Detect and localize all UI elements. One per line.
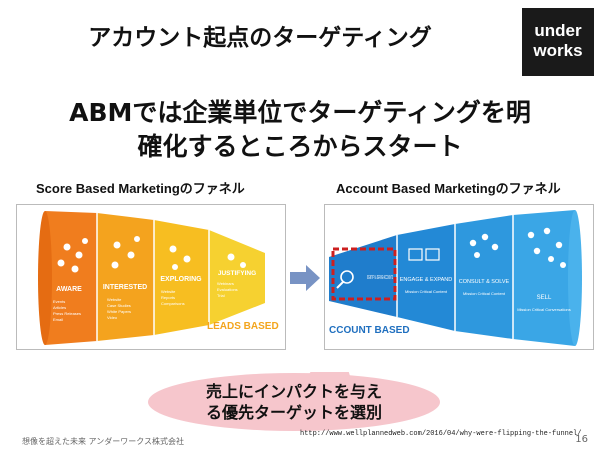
- company-logo: under works: [522, 8, 594, 76]
- person-icon: [527, 231, 535, 239]
- callout-shape: [148, 372, 440, 431]
- score-based-funnel-panel: AWARE INTERESTED EXPLORING JUSTIFYING Ev…: [16, 204, 286, 350]
- stage-item: Website: [161, 289, 176, 294]
- funnel-stage-engage: [397, 224, 455, 331]
- person-icon: [481, 233, 489, 241]
- stage-sub-sell: Mission Critical Conversations: [517, 307, 571, 312]
- source-url[interactable]: http://www.wellplannedweb.com/2016/04/wh…: [300, 430, 582, 438]
- person-icon: [240, 262, 246, 268]
- stage-label-sell: SELL: [537, 295, 552, 301]
- funnel-stage-consult: [455, 215, 513, 339]
- account-based-label: CCOUNT BASED: [329, 325, 410, 336]
- person-icon: [227, 253, 235, 261]
- person-icon: [555, 241, 563, 249]
- people-icons: [469, 227, 566, 268]
- callout-text: 売上にインパクトを与え る優先ターゲットを選別: [146, 381, 442, 423]
- person-icon: [169, 245, 177, 253]
- funnel-stage-identify: [329, 235, 397, 317]
- score-based-funnel-diagram: AWARE INTERESTED EXPLORING JUSTIFYING Ev…: [38, 211, 279, 345]
- person-icon: [57, 259, 65, 267]
- funnel-stage-aware: [45, 211, 97, 345]
- person-icon: [111, 261, 119, 269]
- magnifier-handle: [336, 281, 344, 289]
- highlight-box: [331, 247, 397, 301]
- account-based-funnel-panel: IDENTIFY & DEFINE ACCOUNTS ENGAGE & EXPA…: [324, 204, 594, 350]
- callout-body: [148, 373, 440, 431]
- person-icon: [560, 262, 566, 268]
- person-icon: [127, 251, 135, 259]
- account-based-funnel-diagram: IDENTIFY & DEFINE ACCOUNTS ENGAGE & EXPA…: [329, 210, 582, 346]
- funnel-stage-interested: [97, 213, 154, 341]
- person-icon: [134, 236, 140, 242]
- callout-line-1: 売上にインパクトを与え: [205, 382, 382, 401]
- stage-item: Case Studies: [107, 303, 131, 308]
- stage-item: White Papers: [107, 309, 131, 314]
- person-icon: [548, 256, 554, 262]
- person-icon: [172, 264, 178, 270]
- magnifier-icon: [340, 270, 354, 284]
- page-number: 16: [575, 434, 588, 445]
- stage-label-consult: CONSULT & SOLVE: [459, 279, 510, 285]
- stage-label-aware: AWARE: [56, 286, 82, 293]
- stage-item: Articles: [53, 305, 66, 310]
- stage-sub-consult: Mission Critical Content: [463, 291, 506, 296]
- person-icon: [469, 239, 477, 247]
- funnel-stage-exploring: [154, 220, 209, 335]
- account-card-icon: [408, 248, 423, 261]
- account-card-icon: [425, 248, 440, 261]
- stage-label-identify: IDENTIFY & DEFINE ACCOUNTS: [367, 275, 393, 281]
- stage-item: Press Releases: [53, 311, 81, 316]
- headline-line-2: 確化するところからスタート: [137, 132, 463, 161]
- logo-line-1: under: [534, 21, 582, 40]
- stage-item: Website: [107, 297, 122, 302]
- person-icon: [75, 251, 83, 259]
- person-icon: [82, 238, 88, 244]
- logo-line-2: works: [533, 41, 583, 60]
- footer-company: 想像を超えた未来 アンダーワークス株式会社: [22, 437, 184, 446]
- person-icon: [71, 265, 79, 273]
- left-funnel-caption: Score Based Marketingのファネル: [36, 181, 245, 196]
- slide-title: アカウント起点のターゲティング: [88, 25, 432, 51]
- funnel-mouth: [38, 211, 52, 345]
- person-icon: [491, 243, 499, 251]
- headline-line-1: ABMでは企業単位でターゲティングを明: [69, 98, 531, 127]
- headline: ABMでは企業単位でターゲティングを明 確化するところからスタート: [0, 96, 600, 164]
- stage-label-engage: ENGAGE & EXPAND: [400, 277, 452, 283]
- person-icon: [533, 247, 541, 255]
- stage-label-interested: INTERESTED: [103, 284, 147, 291]
- person-icon: [474, 252, 480, 258]
- funnel-stage-justifying: [209, 230, 265, 325]
- callout-balloon: 売上にインパクトを与え る優先ターゲットを選別: [146, 372, 442, 432]
- person-icon: [113, 241, 121, 249]
- stage-item: Video: [107, 315, 118, 320]
- stage-item-lists: Events Articles Press Releases Email Web…: [53, 281, 238, 322]
- stage-item: Trial: [217, 293, 225, 298]
- stage-item: Email: [53, 317, 63, 322]
- callout-line-2: る優先ターゲットを選別: [205, 403, 382, 422]
- stage-item: Reports: [161, 295, 175, 300]
- person-icon: [543, 227, 551, 235]
- stage-item: Evaluations: [217, 287, 238, 292]
- stage-label-justifying: JUSTIFYING: [218, 270, 256, 277]
- leads-based-label: LEADS BASED: [207, 321, 279, 332]
- stage-label-exploring: EXPLORING: [160, 276, 202, 283]
- person-icon: [63, 243, 71, 251]
- person-icon: [183, 255, 191, 263]
- stage-item: Comparisons: [161, 301, 185, 306]
- transition-arrow-shape: [290, 265, 320, 291]
- stage-sub-engage: Mission Critical Content: [405, 289, 448, 294]
- transition-arrow-icon: [290, 265, 320, 291]
- stage-item: Events: [53, 299, 65, 304]
- right-funnel-caption: Account Based Marketingのファネル: [336, 181, 561, 196]
- funnel-mouth: [568, 210, 582, 346]
- people-icons: [57, 236, 246, 273]
- stage-item: Webinars: [217, 281, 234, 286]
